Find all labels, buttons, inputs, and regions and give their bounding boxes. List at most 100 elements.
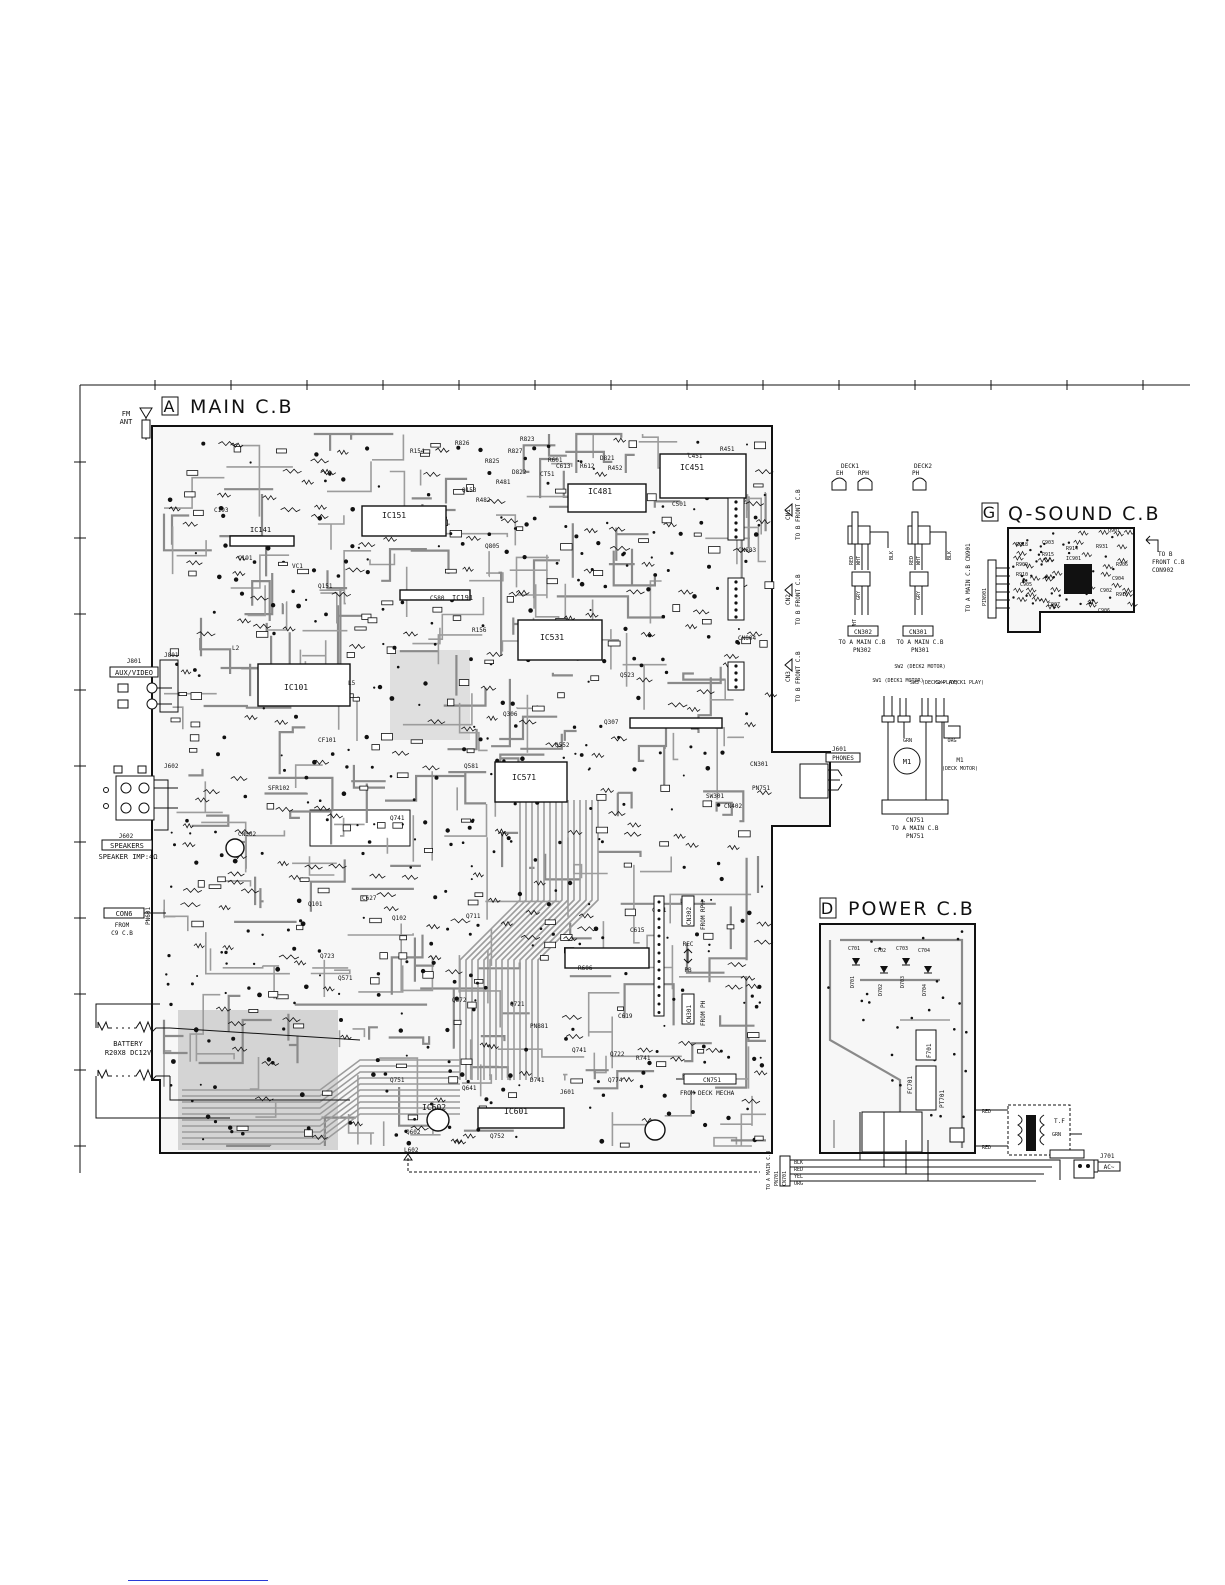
ic602 — [426, 1108, 450, 1132]
svg-text:CN301: CN301 — [686, 1005, 693, 1023]
svg-text:AC~: AC~ — [1104, 1164, 1115, 1171]
svg-text:CN1: CN1 — [785, 509, 792, 520]
svg-text:SPEAKER IMP:4Ω: SPEAKER IMP:4Ω — [98, 853, 157, 861]
svg-text:F701: F701 — [926, 1043, 933, 1058]
main-board-letter: A — [164, 397, 177, 416]
to-front-cb-3: TO B FRONT C.B CN3 — [784, 651, 802, 702]
ic481 — [567, 483, 647, 513]
svg-text:REC: REC — [683, 941, 694, 948]
cn302-from-rph: CN302 FROM RPH — [681, 895, 707, 930]
power-transformer: T.F RED RED GRN J701 AC~ — [975, 1104, 1121, 1179]
svg-text:PT701: PT701 — [939, 1090, 946, 1108]
con6-connector: CON6 FROM C9 C.B PN601 — [103, 907, 166, 937]
part-label: Q101 — [308, 901, 323, 908]
svg-text:TO A MAIN C.B: TO A MAIN C.B — [892, 825, 939, 832]
svg-text:BATTERY: BATTERY — [113, 1040, 143, 1048]
to-front-cb-2: TO B FRONT C.B CN2 — [784, 574, 802, 625]
svg-text:TO B FRONT C.B: TO B FRONT C.B — [795, 651, 802, 702]
part-label: CN302 — [238, 831, 256, 838]
part-label: CN301 — [750, 761, 768, 768]
svg-text:FC701: FC701 — [907, 1076, 914, 1094]
ic451 — [659, 453, 747, 499]
part-label: Q641 — [462, 1085, 477, 1092]
part-label: R601 — [548, 457, 563, 464]
svg-text:J602: J602 — [119, 833, 134, 840]
part-label: Q306 — [503, 711, 518, 718]
svg-text:T.F: T.F — [1054, 1118, 1065, 1125]
part-label: R452 — [608, 465, 623, 472]
power-part-label: C701 — [848, 946, 860, 952]
qsound-part-label: C905 — [1020, 582, 1032, 588]
ic901 — [1064, 564, 1092, 594]
power-cable-bundle: BLK RED YEL ORG CN701 PN701 TO A MAIN C.… — [403, 1112, 1061, 1190]
part-label: D821 — [600, 455, 615, 462]
svg-text:CON6: CON6 — [116, 910, 133, 918]
part-label: R825 — [485, 458, 500, 465]
part-label: PN751 — [752, 785, 770, 792]
svg-text:AUX/VIDEO: AUX/VIDEO — [115, 669, 153, 677]
ic-strip-1 — [229, 535, 295, 547]
part-label: C451 — [688, 453, 703, 460]
fm-antenna: FM ANT — [120, 407, 153, 440]
svg-text:CN3: CN3 — [785, 671, 792, 682]
svg-text:SPEAKERS: SPEAKERS — [110, 842, 144, 850]
part-label: C501 — [672, 501, 687, 508]
svg-text:CN302: CN302 — [854, 629, 872, 636]
ic-label: IC151 — [382, 511, 406, 520]
svg-text:PN701: PN701 — [774, 1171, 780, 1186]
ic571 — [494, 761, 568, 803]
part-label: Q552 — [555, 742, 570, 749]
qsound-part-label: R914 — [1066, 546, 1078, 552]
rec-pb-switch: REC PB — [683, 941, 694, 974]
svg-text:TO A MAIN C.B: TO A MAIN C.B — [897, 639, 944, 646]
part-label: C191 — [238, 555, 253, 562]
svg-text:CN2: CN2 — [785, 594, 792, 605]
part-label: J601 — [560, 1089, 575, 1096]
part-label: R156 — [472, 627, 487, 634]
part-label: R154 — [410, 448, 425, 455]
qsound-part-label: C907 — [1048, 602, 1060, 608]
svg-text:FM: FM — [122, 410, 130, 418]
ic-label: IC601 — [504, 1107, 528, 1116]
power-part-label: D702 — [878, 984, 884, 996]
svg-text:GRY: GRY — [916, 591, 922, 600]
part-label: Q571 — [338, 975, 353, 982]
to-front-cb-1: TO B FRONT C.B CN1 — [784, 489, 802, 540]
ic-label: IC451 — [680, 463, 704, 472]
phones-jack: J601 PHONES — [799, 746, 861, 799]
part-label: R827 — [508, 448, 523, 455]
part-label: SFR102 — [268, 785, 290, 792]
part-label: Q307 — [604, 719, 619, 726]
svg-text:POWER C.B: POWER C.B — [848, 898, 975, 920]
svg-text:D: D — [821, 899, 835, 918]
deck-heads: DECK1 DECK2 EH RPH PH RED WHT BLK GRY WH… — [831, 463, 953, 654]
part-label: Q102 — [392, 915, 407, 922]
speaker-jack: J602 J602 SPEAKERS SPEAKER IMP:4Ω — [98, 763, 178, 861]
ic-strip-2 — [629, 717, 723, 729]
q721-transistor — [644, 1119, 666, 1141]
svg-text:CON902: CON902 — [1152, 567, 1174, 574]
svg-text:TO B FRONT C.B: TO B FRONT C.B — [795, 489, 802, 540]
part-label: C580 — [430, 595, 445, 602]
svg-text:TO B: TO B — [1158, 551, 1173, 558]
svg-text:PHONES: PHONES — [832, 755, 854, 762]
part-label: Q572 — [452, 997, 467, 1004]
ic-label: IC141 — [250, 526, 271, 534]
qsound-part-label: IC901 — [1066, 556, 1081, 562]
part-label: Q153 — [462, 487, 477, 494]
svg-text:TO A MAIN C.B: TO A MAIN C.B — [766, 1151, 772, 1190]
part-label: L5 — [348, 680, 356, 687]
fc702-fuse — [915, 1029, 937, 1061]
part-label: Q722 — [610, 1051, 625, 1058]
power-part-label: C702 — [874, 948, 886, 954]
svg-text:CN751: CN751 — [906, 817, 924, 824]
svg-text:PH: PH — [912, 470, 920, 477]
svg-text:DECK1: DECK1 — [841, 463, 859, 470]
qsound-part-label: R918 — [1016, 542, 1028, 548]
svg-text:BLK: BLK — [794, 1160, 803, 1166]
part-label: Q752 — [490, 1133, 505, 1140]
svg-text:PN301: PN301 — [911, 647, 929, 654]
part-label: R612 — [580, 463, 595, 470]
part-label: Q805 — [485, 543, 500, 550]
